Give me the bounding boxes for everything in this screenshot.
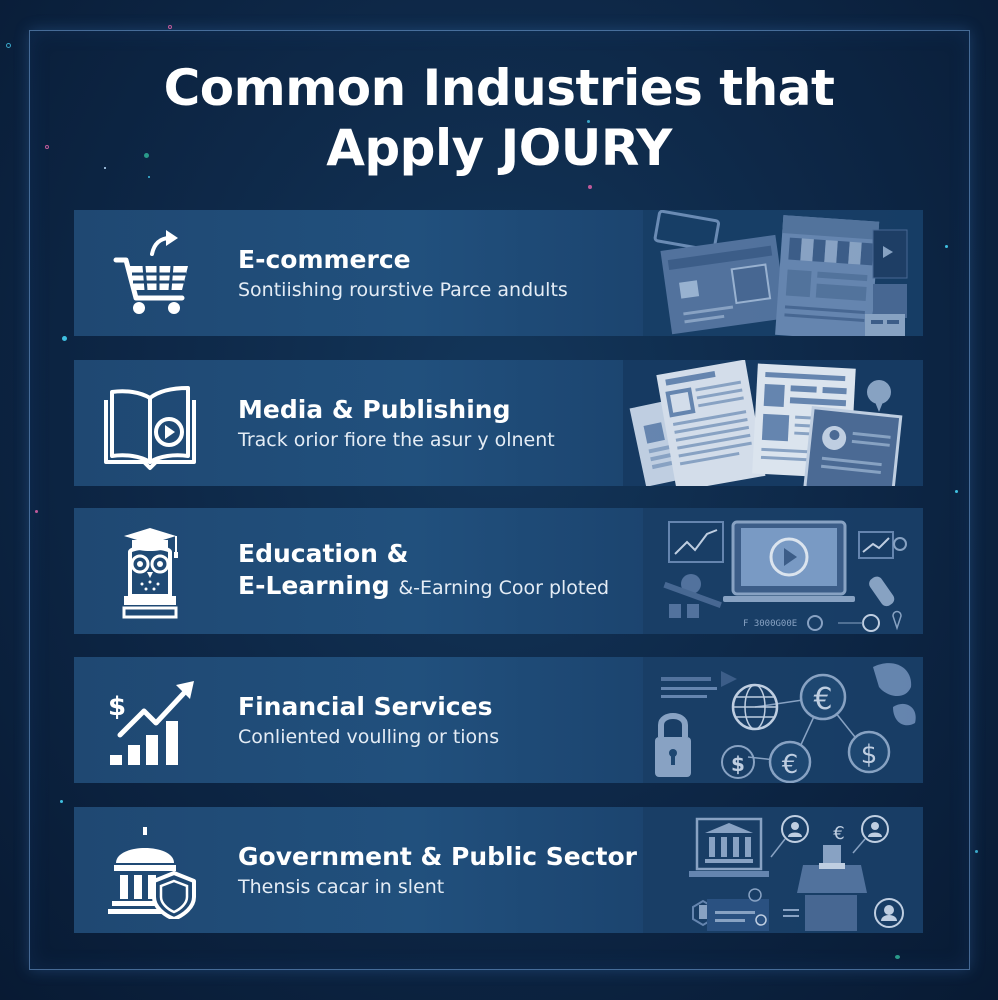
industry-description: Sontiishing rourstive Parce andults xyxy=(238,279,568,301)
particle xyxy=(955,490,958,493)
page-title: Common Industries that Apply JOURY xyxy=(0,58,998,178)
dollar-growth-chart-icon: $ xyxy=(102,673,198,769)
shopping-cart-icon xyxy=(102,226,198,322)
svg-text:€: € xyxy=(833,823,844,844)
particle xyxy=(6,43,11,48)
industry-name-line-2: E-Learning &-Earning Coor ploted xyxy=(238,570,609,604)
svg-text:€: € xyxy=(813,682,832,717)
industry-name: Government & Public Sector xyxy=(238,842,637,871)
industry-card-media-publishing: Media & Publishing Track orior fiore the… xyxy=(74,360,923,486)
industry-name: Media & Publishing xyxy=(238,395,511,424)
open-book-play-icon xyxy=(102,376,198,472)
laptop-video-illustration: F 3000G00E xyxy=(643,508,923,634)
particle xyxy=(60,800,63,803)
owl-graduate-icon xyxy=(102,524,198,620)
title-line-2: Apply JOURY xyxy=(326,119,672,177)
industry-name-continued: E-Learning xyxy=(238,571,390,600)
svg-text:$: $ xyxy=(861,740,878,770)
industry-card-education: Education & E-Learning &-Earning Coor pl… xyxy=(74,508,923,634)
government-building-shield-icon xyxy=(102,823,198,921)
industry-card-financial: $ Financial Services Conliented voulling… xyxy=(74,657,923,783)
particle xyxy=(35,510,38,513)
particle xyxy=(588,185,592,189)
industry-description: Conliented voulling or tions xyxy=(238,726,500,748)
particle xyxy=(587,120,590,123)
industry-description: &-Earning Coor ploted xyxy=(398,577,610,599)
particle xyxy=(45,145,49,149)
particle xyxy=(168,25,172,29)
particle xyxy=(945,245,948,248)
voting-ballot-illustration: € xyxy=(643,807,923,933)
particle xyxy=(895,955,900,959)
newspapers-illustration xyxy=(623,360,923,486)
svg-text:$: $ xyxy=(731,752,745,776)
industry-description: Thensis cacar in slent xyxy=(238,876,445,898)
industry-name: Education & xyxy=(238,539,409,568)
industry-description: Track orior fiore the asur y olnent xyxy=(238,429,555,451)
svg-text:$: $ xyxy=(108,692,126,722)
svg-text:€: € xyxy=(782,750,799,780)
title-line-1: Common Industries that xyxy=(163,59,835,117)
industry-card-ecommerce: E-commerce Sontiishing rourstive Parce a… xyxy=(74,210,923,336)
industry-name: E-commerce xyxy=(238,245,411,274)
particle xyxy=(62,336,67,341)
online-store-pages-illustration xyxy=(643,210,923,336)
svg-text:F 3000G00E: F 3000G00E xyxy=(743,619,797,629)
currency-network-illustration: € € $ $ xyxy=(643,657,923,783)
particle xyxy=(104,167,106,169)
industry-card-government: Government & Public Sector Thensis cacar… xyxy=(74,807,923,933)
industry-name: Financial Services xyxy=(238,692,493,721)
particle xyxy=(975,850,978,853)
particle xyxy=(144,153,149,158)
decorative-frame xyxy=(29,30,970,970)
particle xyxy=(148,176,150,178)
